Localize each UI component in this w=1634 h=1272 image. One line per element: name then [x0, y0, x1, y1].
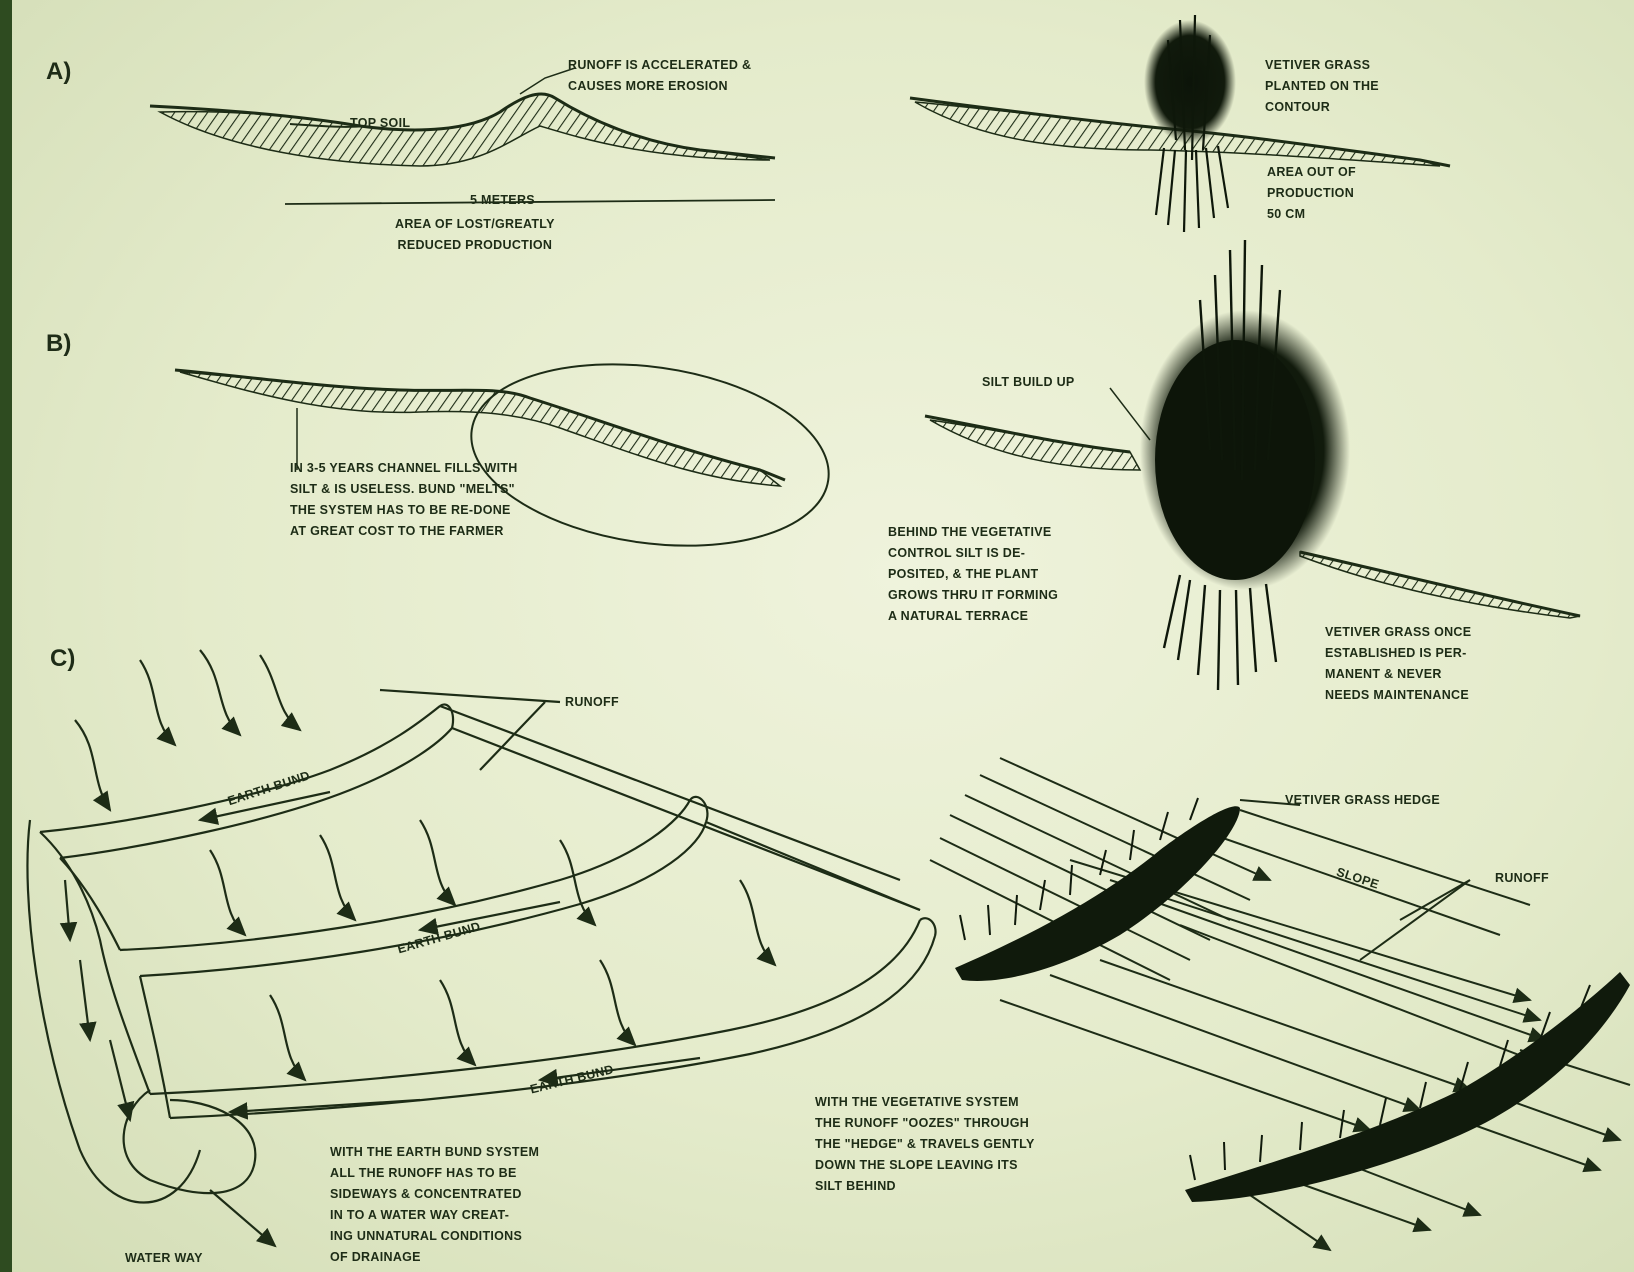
section-b-vetiver-clump: [1140, 240, 1350, 690]
section-b-marker: B): [46, 330, 71, 358]
a-runoff-label: RUNOFF IS ACCELERATED & CAUSES MORE EROS…: [568, 55, 751, 97]
c-hedge-label: VETIVER GRASS HEDGE: [1285, 790, 1440, 811]
c-runoff-right-label: RUNOFF: [1495, 868, 1549, 889]
b-vetiver-label: VETIVER GRASS ONCE ESTABLISHED IS PER- M…: [1325, 622, 1471, 706]
a-vetiver-label: VETIVER GRASS PLANTED ON THE CONTOUR: [1265, 55, 1379, 118]
b-silt-label: SILT BUILD UP: [982, 372, 1075, 393]
a-meters-label: 5 METERS: [470, 190, 535, 211]
a-area-out-label: AREA OUT OF PRODUCTION 50 CM: [1267, 162, 1356, 225]
c-veg-system-label: WITH THE VEGETATIVE SYSTEM THE RUNOFF "O…: [815, 1092, 1035, 1197]
section-c-marker: C): [50, 645, 75, 673]
b-behind-label: BEHIND THE VEGETATIVE CONTROL SILT IS DE…: [888, 522, 1058, 627]
a-topsoil-label: TOP SOIL: [350, 113, 410, 134]
a-area-label: AREA OF LOST/GREATLY REDUCED PRODUCTION: [395, 214, 555, 256]
section-a-marker: A): [46, 58, 71, 86]
section-a-vetiver-clump: [1144, 15, 1236, 232]
b-years-label: IN 3-5 YEARS CHANNEL FILLS WITH SILT & I…: [290, 458, 518, 542]
c-waterway-label: WATER WAY: [125, 1248, 203, 1269]
c-runoff-left-label: RUNOFF: [565, 692, 619, 713]
c-earth-system-label: WITH THE EARTH BUND SYSTEM ALL THE RUNOF…: [330, 1142, 539, 1268]
